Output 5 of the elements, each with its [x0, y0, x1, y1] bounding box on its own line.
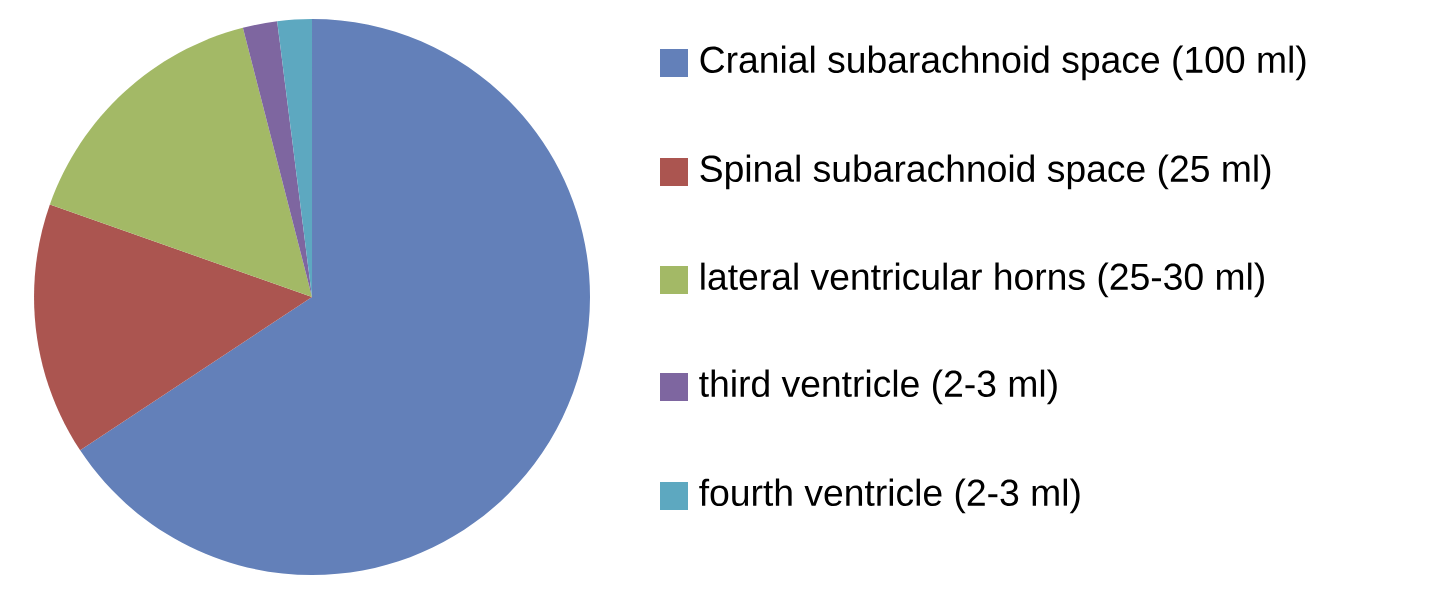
- legend-label: third ventricle (2-3 ml): [699, 369, 1057, 405]
- legend-label: Cranial subarachnoid space (100 ml): [700, 45, 1306, 81]
- legend-label: fourth ventricle (2-3 ml): [699, 478, 1080, 514]
- legend-label: lateral ventricular horns (25-30 ml): [701, 262, 1264, 298]
- legend-label: Spinal subarachnoid space (25 ml): [700, 154, 1271, 190]
